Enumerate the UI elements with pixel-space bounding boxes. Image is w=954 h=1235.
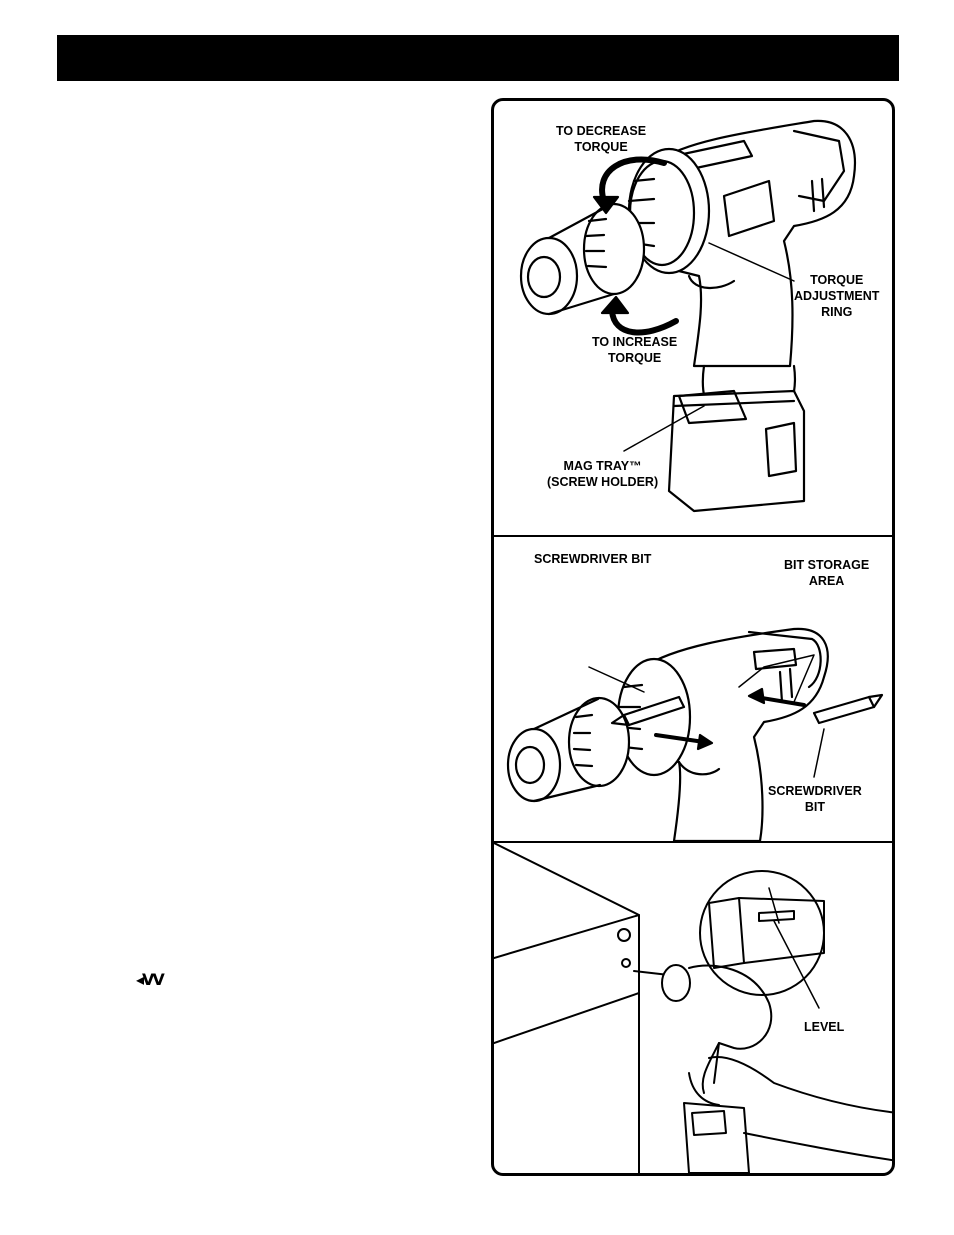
header-bar bbox=[57, 35, 899, 81]
panel-level: LEVEL bbox=[494, 841, 892, 1173]
label-level: LEVEL bbox=[804, 1020, 845, 1034]
label-screwdriver-bit-top: SCREWDRIVER BIT bbox=[534, 552, 652, 566]
drill-torque-illustration bbox=[519, 119, 857, 513]
drill-bit-storage-illustration bbox=[506, 627, 884, 841]
drill-level-illustration bbox=[494, 843, 892, 1173]
side-glyph: ◂VV bbox=[136, 970, 165, 989]
label-mag-tray: MAG TRAY™(SCREW HOLDER) bbox=[547, 459, 659, 489]
